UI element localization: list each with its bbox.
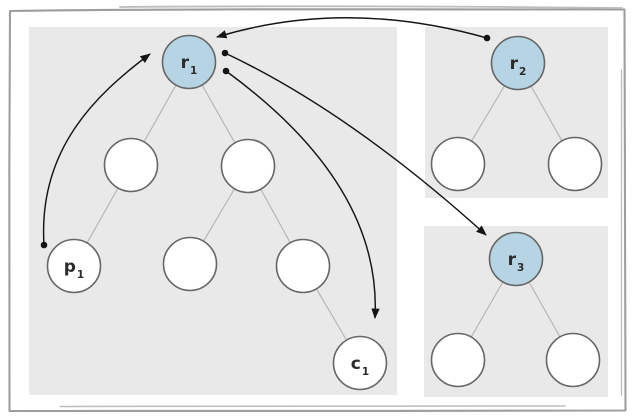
sketch-border <box>8 5 627 413</box>
label-subscript: 1 <box>77 269 84 281</box>
tree-nodes <box>46 34 603 391</box>
arrow-r1-to-c1 <box>225 70 380 319</box>
border-double-bottom <box>59 404 566 408</box>
arrow-origin-dot-r1-lower <box>222 67 230 75</box>
node-r3 <box>488 231 544 287</box>
arrow-origin-dots <box>40 34 491 249</box>
node-leaf-right <box>275 238 331 294</box>
node-r2 <box>490 35 546 91</box>
node-r1-child-right <box>220 138 276 194</box>
node-r1 <box>161 34 217 90</box>
node-r3-child-right <box>545 332 601 388</box>
node-r2-child-left <box>430 136 486 192</box>
arrow-origin-dot-p1 <box>40 241 48 249</box>
node-leaf-middle <box>162 236 218 292</box>
label-main: p <box>64 257 76 277</box>
label-main: r <box>181 53 190 73</box>
node-label-r2: r2 <box>510 54 527 78</box>
node-r1-child-left <box>103 137 159 193</box>
node-p1 <box>46 238 102 294</box>
panel-tree-1 <box>29 27 397 395</box>
arrow-origin-dot-r2 <box>483 34 491 42</box>
node-c1 <box>332 335 388 391</box>
border-outline <box>8 8 627 413</box>
node-r2-child-right <box>547 136 603 192</box>
arrow-p1-to-r1 <box>42 53 151 246</box>
label-main: r <box>508 250 517 270</box>
label-subscript: 1 <box>190 65 197 77</box>
arrow-r1-to-r3 <box>224 52 487 236</box>
arrow-r2-to-r1 <box>216 17 488 39</box>
node-r3-child-left <box>430 332 486 388</box>
label-subscript: 1 <box>362 366 369 378</box>
label-main: r <box>510 54 519 74</box>
arrow-origin-dot-r1-upper <box>221 49 229 57</box>
label-main: c <box>351 354 361 374</box>
node-label-r1: r1 <box>181 53 198 77</box>
label-subscript: 2 <box>519 66 526 78</box>
node-label-c1: c1 <box>351 354 369 378</box>
pointer-arrows <box>42 17 488 319</box>
node-label-r3: r3 <box>508 250 525 274</box>
border-double-top <box>119 5 623 9</box>
node-label-p1: p1 <box>64 257 84 281</box>
label-subscript: 3 <box>517 262 524 274</box>
node-labels: r1 r2 r3 p1 c1 <box>64 53 527 378</box>
